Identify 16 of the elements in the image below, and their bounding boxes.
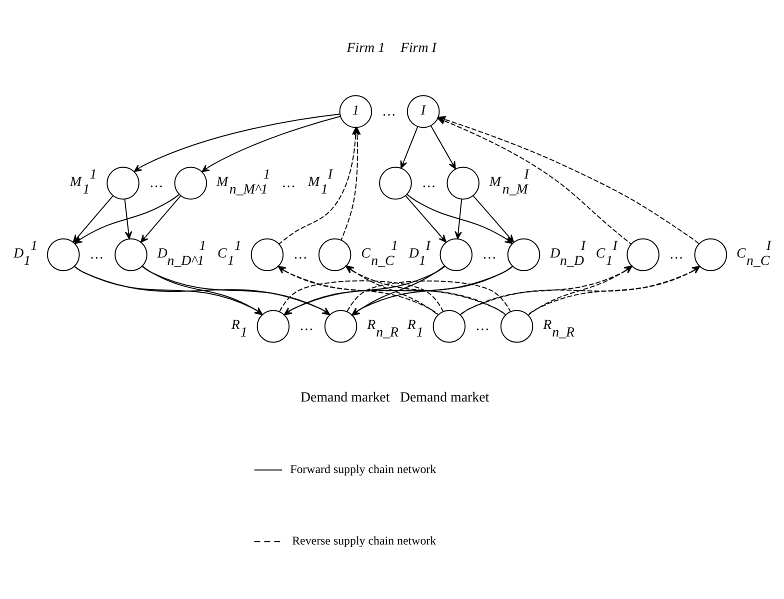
label: …: [476, 318, 490, 334]
label: …: [294, 246, 308, 262]
label: …: [669, 246, 684, 262]
label: …: [90, 246, 104, 262]
label: Demand market: [300, 390, 390, 406]
node-label: Firm I: [400, 40, 436, 56]
label: …: [482, 246, 496, 262]
legend-label: Reverse supply chain network: [292, 533, 436, 548]
label: Demand market: [400, 390, 490, 406]
label: …: [422, 175, 436, 190]
label: …: [382, 104, 396, 119]
node-label: Firm 1: [346, 40, 386, 56]
label: …: [282, 175, 296, 190]
label: …: [300, 318, 314, 334]
label: …: [149, 175, 164, 190]
legend-label: Forward supply chain network: [290, 462, 436, 476]
